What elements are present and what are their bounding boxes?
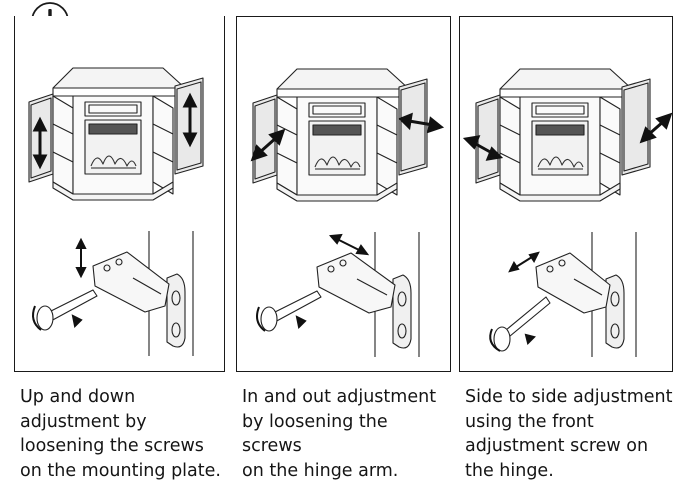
right-door [398, 78, 428, 176]
cabinet-top [499, 68, 633, 90]
mounting-plate [605, 274, 625, 349]
cabinet-top [276, 68, 410, 90]
cabinet-hinge-illustration [462, 68, 673, 357]
caption-up-down-adjustment: Up and down adjustment by loosening the … [20, 387, 221, 481]
right-door [621, 78, 651, 176]
hinge-arm [316, 252, 396, 314]
illustration-panel-in-out [236, 16, 451, 372]
left-door [475, 94, 501, 184]
mounting-plate [392, 274, 412, 349]
caption-in-out-adjustment: In and out adjustment by loosening the s… [242, 387, 437, 481]
cabinet-hinge-illustration [250, 68, 445, 357]
illustration-panel-up-down [14, 16, 225, 372]
hinge-in-out-arrow [336, 238, 362, 252]
hinge-arm [92, 251, 170, 313]
cabinet-hinge-illustration [28, 67, 204, 356]
mounting-plate [166, 273, 186, 348]
cabinet-top [52, 67, 186, 89]
hinge-side-arrow [515, 256, 533, 268]
caption-side-to-side-adjustment: Side to side adjustment using the front … [465, 387, 673, 481]
hinge-arm [535, 252, 611, 314]
illustration-panel-side-to-side [459, 16, 673, 372]
